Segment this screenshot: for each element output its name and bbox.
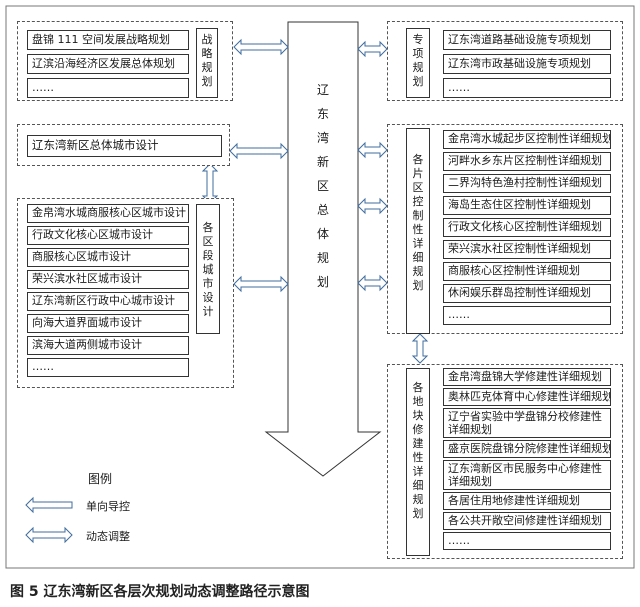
district-design-item: 滨海大道两侧城市设计 <box>27 336 189 355</box>
constructive-item: 辽宁省实验中学盘锦分校修建性详细规划 <box>443 408 611 438</box>
district-design-item: 向海大道界面城市设计 <box>27 314 189 333</box>
regulatory-item: 金帛湾水城起步区控制性详细规划 <box>443 130 611 149</box>
regulatory-plan-label-text: 各片区控制性详细规划 <box>412 153 424 292</box>
master-plan-char: 总 <box>316 203 329 217</box>
legend-two-way-label: 动态调整 <box>86 530 130 543</box>
district-design-item: 商服核心区城市设计 <box>27 248 189 267</box>
two-way-arrow-strategic <box>233 38 289 56</box>
legend-one-way-arrow <box>25 496 73 514</box>
master-plan-text: 辽东湾新区总体规划 <box>313 78 333 294</box>
master-plan-char: 规 <box>316 251 329 265</box>
strategic-item: 辽滨沿海经济区发展总体规划 <box>27 54 189 74</box>
master-plan-char: 新 <box>316 155 329 169</box>
outer-border <box>5 5 635 569</box>
district-design-item: 金帛湾水城商服核心区城市设计 <box>27 204 189 223</box>
special-item: …… <box>443 78 611 98</box>
strategic-plan-label-text: 战略规划 <box>201 33 213 88</box>
special-plan-label: 专项规划 <box>406 28 430 98</box>
regulatory-plan-label: 各片区控制性详细规划 <box>406 128 430 334</box>
regulatory-item: 二界沟特色渔村控制性详细规划 <box>443 174 611 193</box>
legend-one-way-label: 单向导控 <box>86 500 130 513</box>
two-way-arrow-regulatory-top <box>357 141 388 159</box>
strategic-item: …… <box>27 78 189 98</box>
constructive-item: 辽东湾新区市民服务中心修建性详细规划 <box>443 460 611 490</box>
district-design-item: 荣兴滨水社区城市设计 <box>27 270 189 289</box>
regulatory-item: 海岛生态住区控制性详细规划 <box>443 196 611 215</box>
regulatory-item: 河畔水乡东片区控制性详细规划 <box>443 152 611 171</box>
constructive-item: 各公共开敞空间修建性详细规划 <box>443 512 611 530</box>
master-plan-char: 体 <box>316 227 329 241</box>
central-down-arrow <box>264 21 382 477</box>
legend-title: 图例 <box>88 472 113 486</box>
regulatory-item: 荣兴滨水社区控制性详细规划 <box>443 240 611 259</box>
strategic-plan-label: 战略规划 <box>196 28 218 98</box>
constructive-item: 盛京医院盘锦分院修建性详细规划 <box>443 440 611 458</box>
constructive-plan-label-text: 各地块修建性详细规划 <box>412 381 424 520</box>
two-way-arrow-regulatory-low <box>357 274 388 292</box>
constructive-item: 金帛湾盘锦大学修建性详细规划 <box>443 368 611 386</box>
district-design-label-text: 各区段城市设计 <box>202 221 214 318</box>
district-design-item: 行政文化核心区城市设计 <box>27 226 189 245</box>
legend-two-way-arrow <box>25 526 73 544</box>
special-item: 辽东湾市政基础设施专项规划 <box>443 54 611 74</box>
constructive-item: 奥林匹克体育中心修建性详细规划 <box>443 388 611 406</box>
master-plan-char: 划 <box>316 275 329 289</box>
two-way-arrow-overall-design <box>229 142 289 160</box>
constructive-item: …… <box>443 532 611 550</box>
figure-caption: 图 5 辽东湾新区各层次规划动态调整路径示意图 <box>10 584 310 600</box>
regulatory-item: 休闲娱乐群岛控制性详细规划 <box>443 284 611 303</box>
two-way-arrow-regulatory-mid <box>357 197 388 215</box>
special-plan-label-text: 专项规划 <box>412 33 424 88</box>
strategic-item: 盘锦 111 空间发展战略规划 <box>27 30 189 50</box>
master-plan-label: 辽东湾新区总体规划 <box>313 78 333 294</box>
master-plan-char: 东 <box>316 107 329 121</box>
district-design-item: 辽东湾新区行政中心城市设计 <box>27 292 189 311</box>
master-plan-char: 区 <box>316 179 329 193</box>
master-plan-char: 辽 <box>316 83 329 97</box>
two-way-arrow-special <box>357 40 388 58</box>
district-design-label: 各区段城市设计 <box>196 204 220 334</box>
regulatory-item: 商服核心区控制性详细规划 <box>443 262 611 281</box>
special-item: 辽东湾道路基础设施专项规划 <box>443 30 611 50</box>
district-design-item: …… <box>27 358 189 377</box>
constructive-item: 各居住用地修建性详细规划 <box>443 492 611 510</box>
constructive-plan-label: 各地块修建性详细规划 <box>406 368 430 556</box>
overall-design-item: 辽东湾新区总体城市设计 <box>27 135 222 157</box>
two-way-arrow-regulatory-to-constructive <box>411 333 429 364</box>
regulatory-item: 行政文化核心区控制性详细规划 <box>443 218 611 237</box>
master-plan-char: 湾 <box>316 131 329 145</box>
two-way-arrow-district-design <box>233 275 289 293</box>
regulatory-item: …… <box>443 306 611 325</box>
